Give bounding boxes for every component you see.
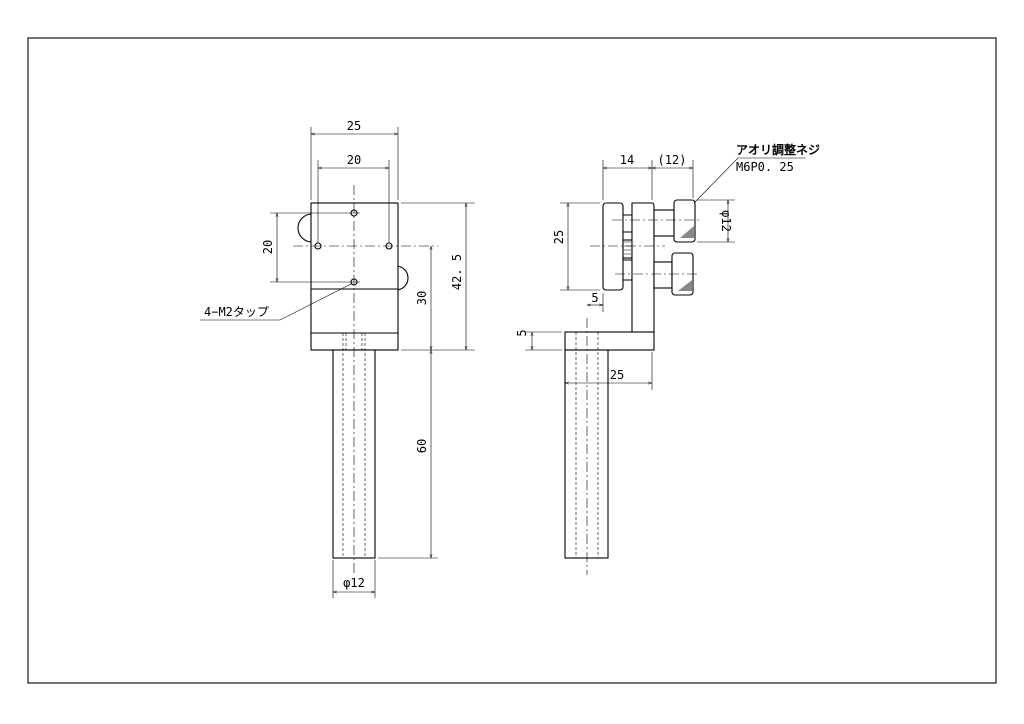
dim-center-height: 30 <box>415 291 429 305</box>
dim-hole-pitch-h: 20 <box>347 153 361 167</box>
dim-offset: 5 <box>591 291 598 305</box>
dim-base-length: 25 <box>610 368 624 382</box>
note-screw-title: アオリ調整ネジ <box>736 142 820 157</box>
dim-hole-pitch-v: 20 <box>261 240 275 254</box>
side-view: 14 (12) 25 5 5 25 φ12 アオリ調整ネジ M6P0. 25 <box>515 142 820 575</box>
dim-rod-length: 60 <box>415 439 429 453</box>
note-tap: 4−M2タップ <box>204 305 269 319</box>
drawing-frame <box>27 37 997 684</box>
dim-base-thickness: 5 <box>515 329 529 336</box>
dim-knob-ref: (12) <box>658 153 687 167</box>
dim-plate-height: 25 <box>552 230 566 244</box>
front-view: 25 20 20 30 42. 5 60 φ12 4−M2タップ <box>200 119 475 598</box>
dim-knob-dia: φ12 <box>719 210 733 232</box>
note-screw-spec: M6P0. 25 <box>736 160 794 174</box>
dim-rod-dia: φ12 <box>343 576 365 590</box>
dim-width-outer: 25 <box>347 119 361 133</box>
dim-depth: 14 <box>620 153 634 167</box>
dim-total-height: 42. 5 <box>450 254 464 290</box>
